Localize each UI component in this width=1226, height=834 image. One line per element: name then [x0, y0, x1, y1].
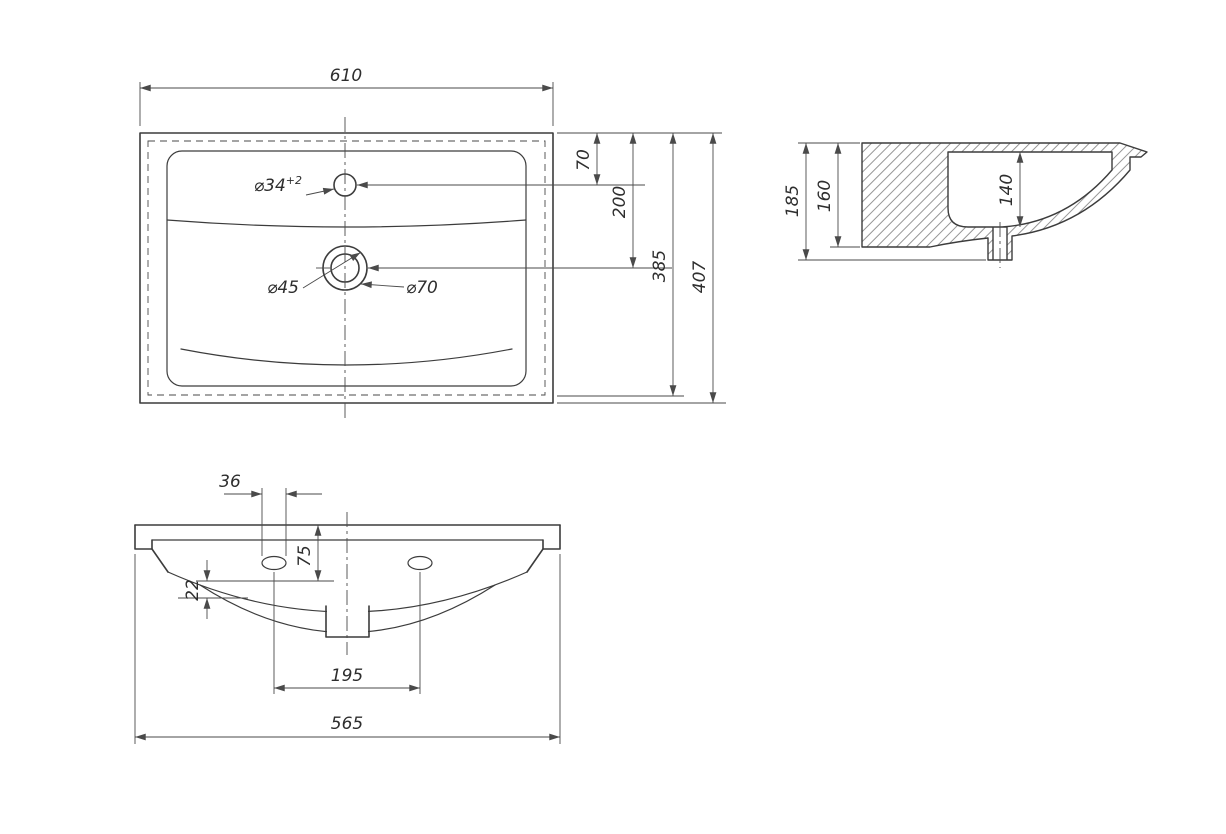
dim-text-385: 385 — [650, 250, 670, 282]
plan-basin-rim — [166, 150, 527, 387]
faucet-hole-label: ⌀34 — [254, 176, 286, 196]
dim-text-36: 36 — [219, 472, 241, 492]
dim-text-185: 185 — [783, 185, 803, 217]
front-view: 36 75 22 195 565 — [134, 472, 561, 744]
faucet-hole-tolerance: +2 — [286, 174, 302, 187]
dim-text-565: 565 — [331, 714, 363, 734]
front-drain-box — [325, 605, 370, 638]
dim-text-140: 140 — [997, 174, 1017, 206]
section-view: 185 160 140 — [783, 142, 1148, 268]
drain-outer-callout: ⌀70 — [406, 278, 438, 298]
front-right-skirt — [526, 548, 544, 573]
dim-text-70: 70 — [574, 149, 594, 171]
drain-box-mask — [327, 607, 368, 636]
front-left-hook — [134, 524, 153, 550]
plan-hidden-edge-dashed — [147, 140, 546, 396]
front-left-skirt — [151, 548, 169, 573]
front-apron-upper-curve — [167, 571, 528, 613]
dim-text-610: 610 — [330, 66, 362, 86]
dim-text-200: 200 — [610, 186, 630, 218]
dim-text-22: 22 — [183, 579, 203, 601]
faucet-hole-callout: ⌀34+2 — [254, 174, 302, 196]
plan-view: 610 70 200 385 407 ⌀34+2 ⌀45 ⌀70 — [139, 66, 726, 421]
dim-text-75: 75 — [295, 545, 315, 567]
front-right-hook — [542, 524, 561, 550]
drain-inner-callout: ⌀45 — [267, 278, 299, 298]
leader-drain-outer — [360, 281, 405, 289]
dim-text-160: 160 — [815, 180, 835, 212]
plan-deck-edge-curve — [166, 219, 527, 228]
left-mounting-hole — [261, 555, 287, 571]
section-wall-hatched — [861, 142, 1148, 261]
plan-bowl-bottom-curve — [180, 348, 513, 366]
leader-faucet-hole — [305, 187, 335, 196]
dim-text-407: 407 — [690, 261, 710, 294]
dim-text-195: 195 — [331, 666, 363, 686]
right-mounting-hole — [407, 555, 433, 571]
leader-drain-inner — [302, 252, 361, 289]
